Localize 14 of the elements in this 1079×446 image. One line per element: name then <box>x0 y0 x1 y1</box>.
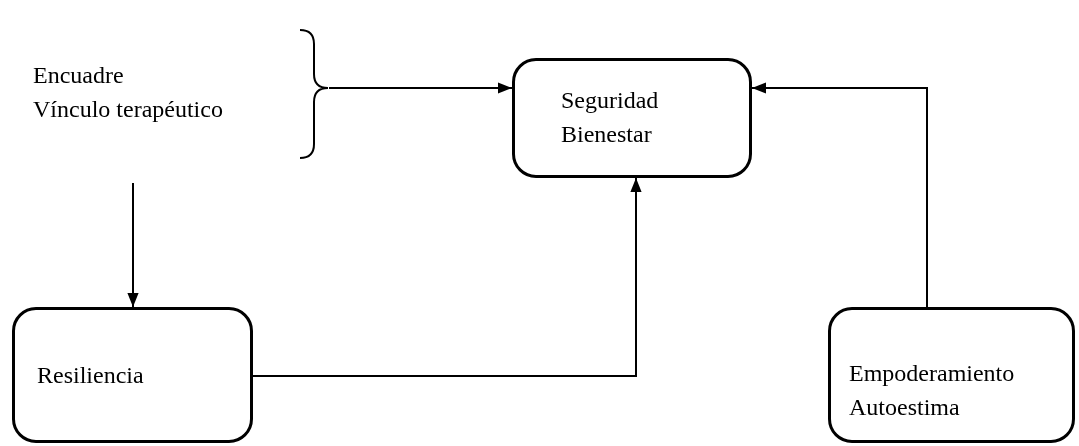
node-label: Vínculo terapéutico <box>33 95 223 124</box>
node-label: Empoderamiento <box>849 359 1015 388</box>
node-label: Resiliencia <box>37 361 144 390</box>
arrow <box>252 177 642 377</box>
arrow <box>328 82 513 94</box>
process-box <box>512 58 752 178</box>
node-label: Seguridad <box>561 86 659 115</box>
process-box <box>828 307 1075 443</box>
arrow <box>751 82 928 308</box>
node-label: Encuadre <box>33 61 124 90</box>
arrow <box>127 182 139 308</box>
node-label: Autoestima <box>849 393 960 422</box>
node-label: Bienestar <box>561 120 652 149</box>
process-box <box>12 307 253 443</box>
